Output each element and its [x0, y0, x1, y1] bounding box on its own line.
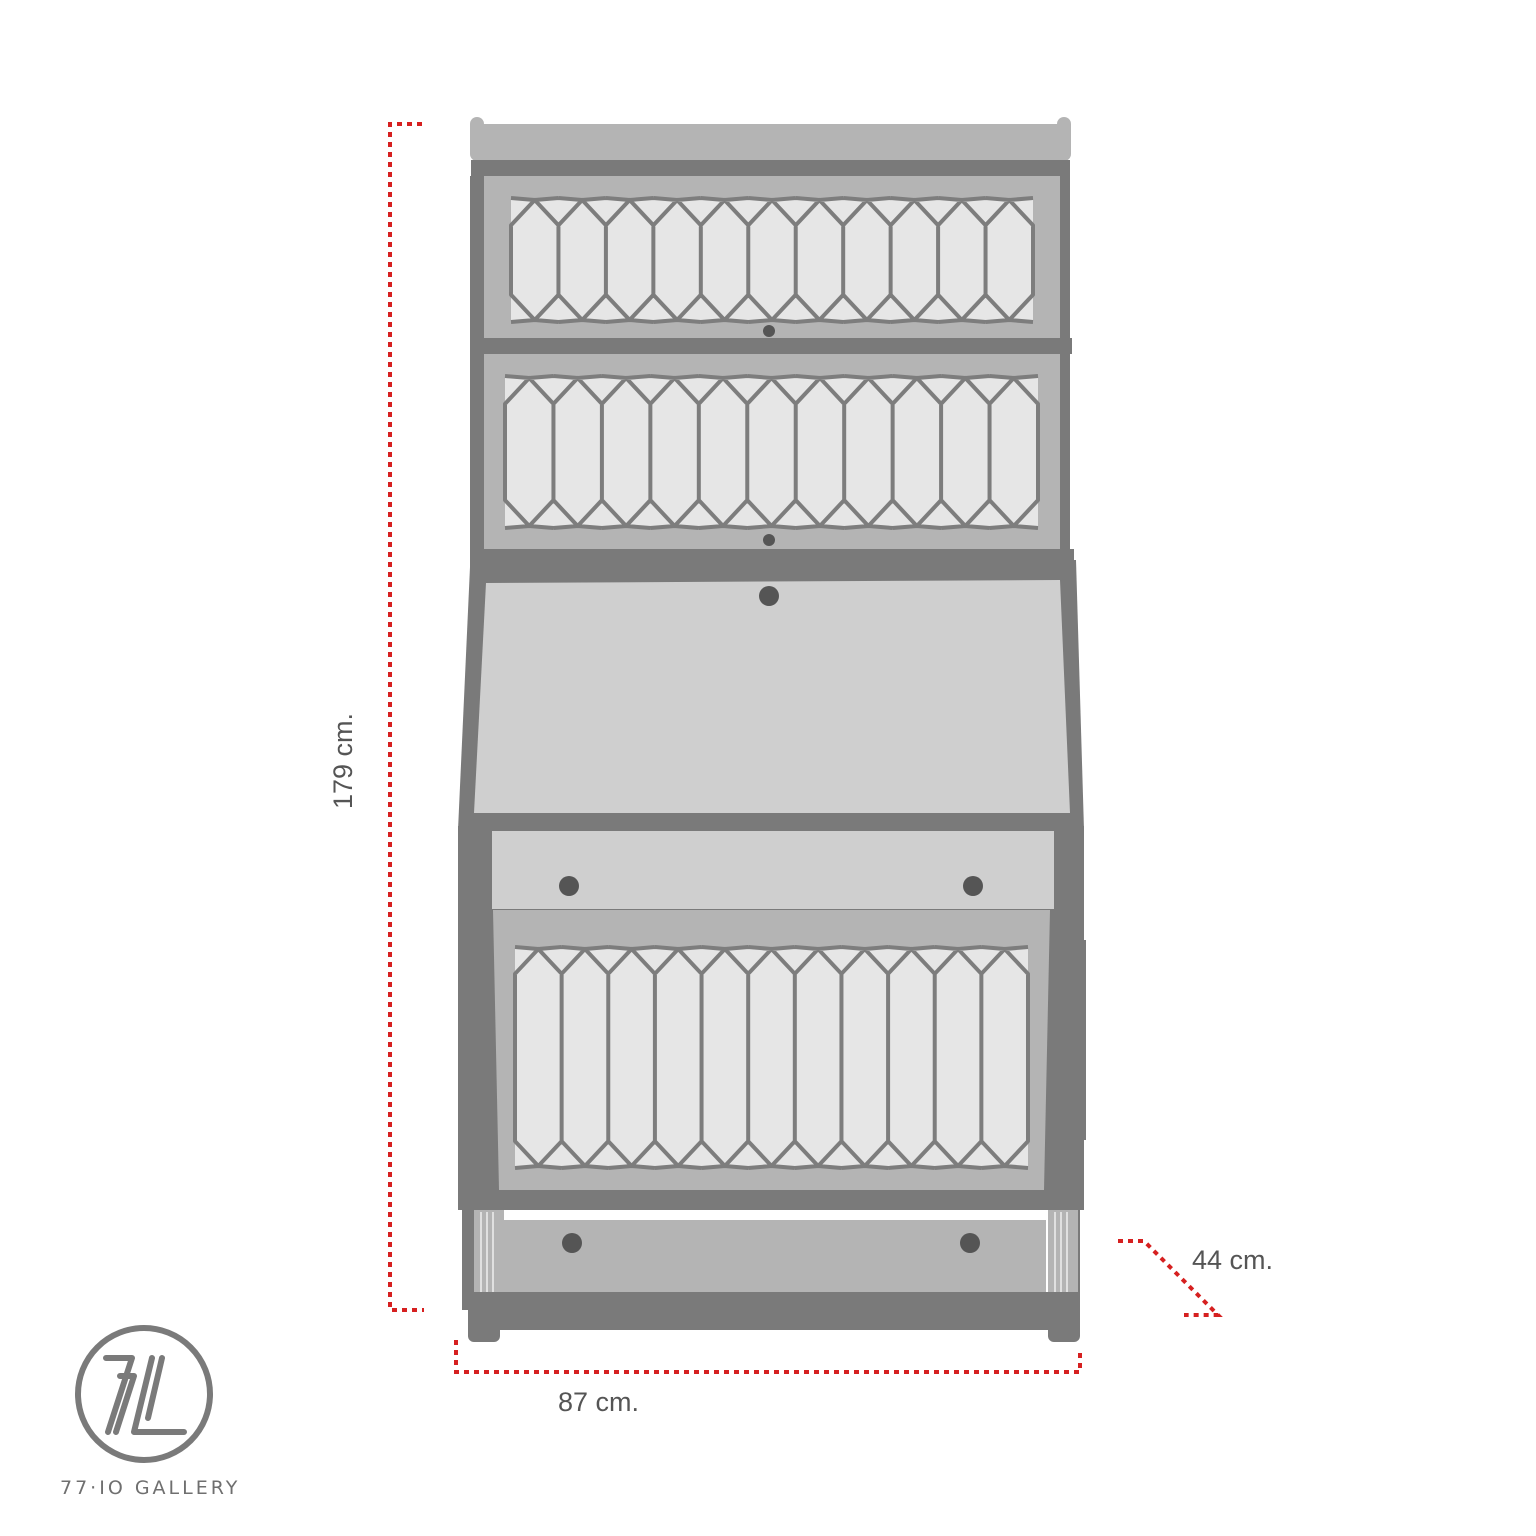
side-panel [1076, 940, 1086, 1140]
width-label: 87 cm. [558, 1387, 639, 1417]
leaded-glass-lattice [509, 196, 1035, 324]
door-knob-icon[interactable] [763, 325, 775, 337]
lattice-came [503, 374, 1040, 530]
height-label: 179 cm. [328, 713, 358, 809]
upper-glazed-door[interactable] [470, 176, 1070, 341]
drawer-knob-icon[interactable] [562, 1233, 582, 1253]
upper-drawer[interactable] [492, 831, 1054, 909]
lattice-came [513, 945, 1030, 1170]
lattice-came [509, 196, 1035, 324]
lower-glazed-door[interactable] [493, 910, 1050, 1190]
logo-ring [75, 1325, 213, 1463]
brand-name: 77·IO GALLERY [60, 1477, 240, 1499]
depth-label: 44 cm. [1192, 1245, 1273, 1275]
fluted-column-left [480, 1212, 494, 1298]
brand-logo: 77·IO GALLERY [60, 1325, 240, 1499]
top-gallery-rail [470, 117, 1071, 176]
middle-glazed-door[interactable] [470, 354, 1070, 550]
drawer-knob-icon[interactable] [559, 876, 579, 896]
drawer-knob-icon[interactable] [960, 1233, 980, 1253]
fall-board-knob-icon[interactable] [759, 586, 779, 606]
leaded-glass-lattice [503, 374, 1040, 530]
depth-dimension: 44 cm. [1118, 1239, 1273, 1317]
fluted-column-right [1054, 1212, 1068, 1298]
width-dimension: 87 cm. [454, 1340, 1082, 1417]
door-knob-icon[interactable] [763, 534, 775, 546]
slant-front-fall-board[interactable] [458, 560, 1084, 830]
bureau-bookcase [458, 117, 1086, 1342]
shelf-divider [470, 338, 1072, 354]
leaded-glass-lattice [513, 945, 1030, 1170]
drawer-knob-icon[interactable] [963, 876, 983, 896]
height-dimension: 179 cm. [328, 122, 424, 1312]
logo-monogram-icon [103, 1355, 187, 1435]
bottom-drawer[interactable] [462, 1206, 1080, 1310]
base-plinth [468, 1292, 1080, 1342]
